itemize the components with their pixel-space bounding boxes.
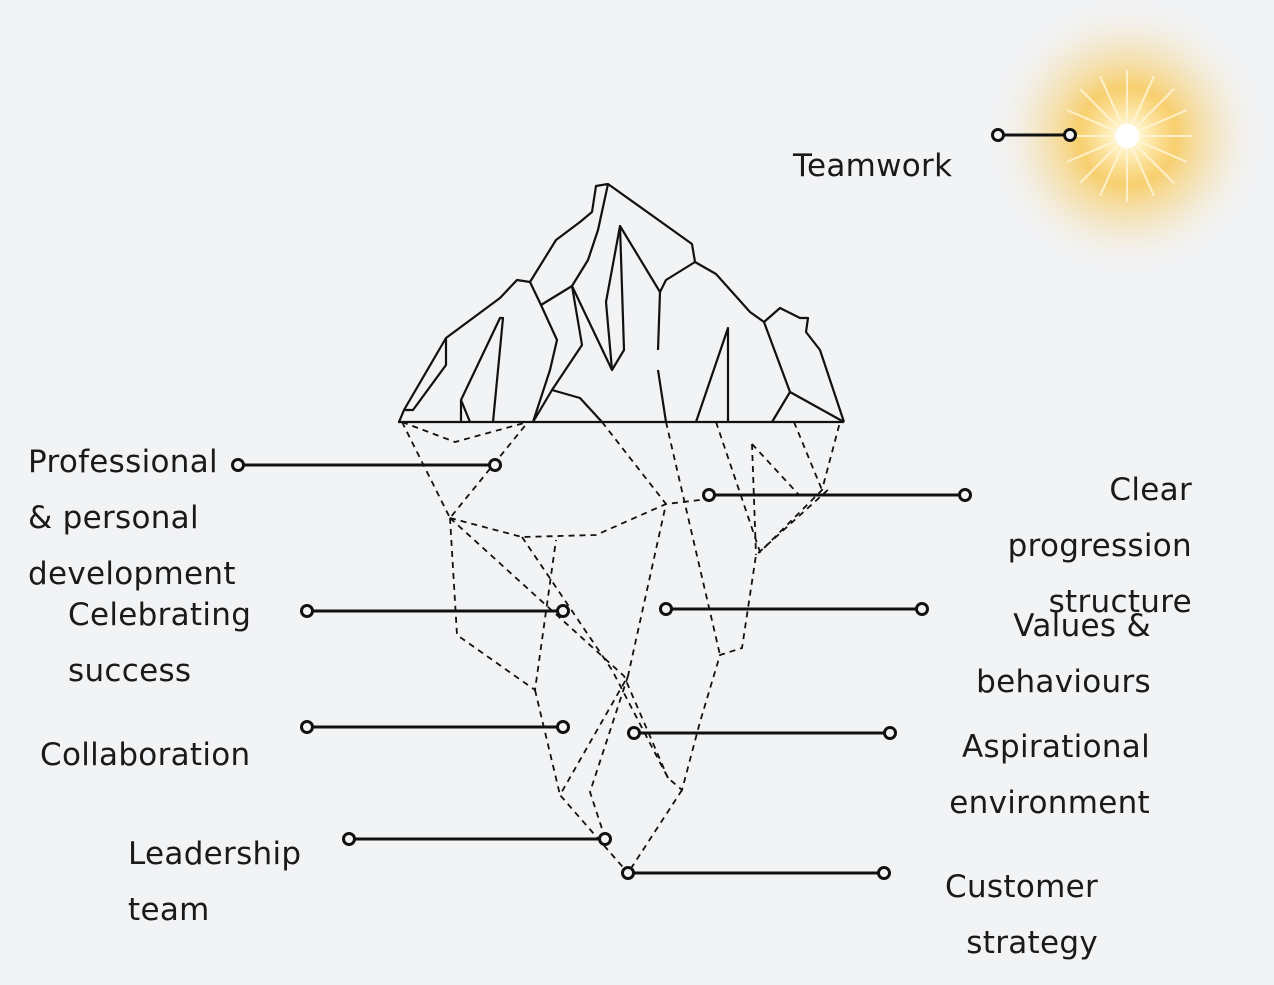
label-line: & personal [28,500,199,536]
label-line: Customer [945,869,1098,905]
connector-dot-icon [627,726,641,740]
connector-dot-icon [556,720,570,734]
connector-professional [231,458,502,472]
label-line: Leadership [128,836,302,872]
label-values-behaviours: Values & behaviours [976,584,1151,724]
connector-dot-icon [300,720,314,734]
connector-dot-icon [877,866,891,880]
connector-customer [621,866,891,880]
connector-dot-icon [915,602,929,616]
label-line: Values & [1013,608,1151,644]
iceberg-icon [397,182,846,424]
label-celebrating-success: Celebrating success [68,573,251,713]
label-collaboration: Collaboration [40,713,251,797]
label-teamwork: Teamwork [793,124,952,208]
connector-dot-icon [342,832,356,846]
connector-celebrating [300,604,570,618]
label-customer-strategy: Customer strategy [945,845,1098,985]
label-line: Clear [1109,472,1192,508]
connector-aspirational [627,726,897,740]
label-line: Collaboration [40,737,251,773]
label-line: Aspirational [962,729,1150,765]
label-clear-progression: Clear progression structure [1008,448,1192,644]
label-line: behaviours [976,664,1151,700]
connector-dot-icon [883,726,897,740]
label-line: environment [949,785,1150,821]
iceberg-underwater [401,421,841,874]
sun-icon [987,0,1267,276]
connector-dot-icon [1063,128,1077,142]
connector-dot-icon [598,832,612,846]
connector-dot-icon [621,866,635,880]
connector-dot-icon [958,488,972,502]
connector-leadership [342,832,612,846]
connector-values [659,602,929,616]
label-line: structure [1048,584,1192,620]
connector-dot-icon [231,458,245,472]
connector-dot-icon [991,128,1005,142]
connector-clear [702,488,972,502]
label-line: Celebrating [68,597,252,633]
connector-dot-icon [300,604,314,618]
connector-dot-icon [556,604,570,618]
label-line: progression [1007,528,1192,564]
label-teamwork-text: Teamwork [793,148,953,184]
connector-teamwork [991,128,1077,142]
connector-dot-icon [488,458,502,472]
connector-dot-icon [702,488,716,502]
label-line: team [128,892,210,928]
label-line: Professional [28,444,218,480]
connector-dot-icon [659,602,673,616]
label-line: success [68,653,192,689]
label-leadership-team: Leadership team [128,812,301,952]
label-line: development [28,556,236,592]
connector-collaboration [300,720,570,734]
label-professional-development: Professional & personal development [28,420,236,616]
label-line: strategy [966,925,1098,961]
iceberg-diagram: Teamwork Professional & personal develop… [28,0,1267,959]
label-aspirational-environment: Aspirational environment [949,705,1150,845]
diagram-canvas [231,0,1267,880]
